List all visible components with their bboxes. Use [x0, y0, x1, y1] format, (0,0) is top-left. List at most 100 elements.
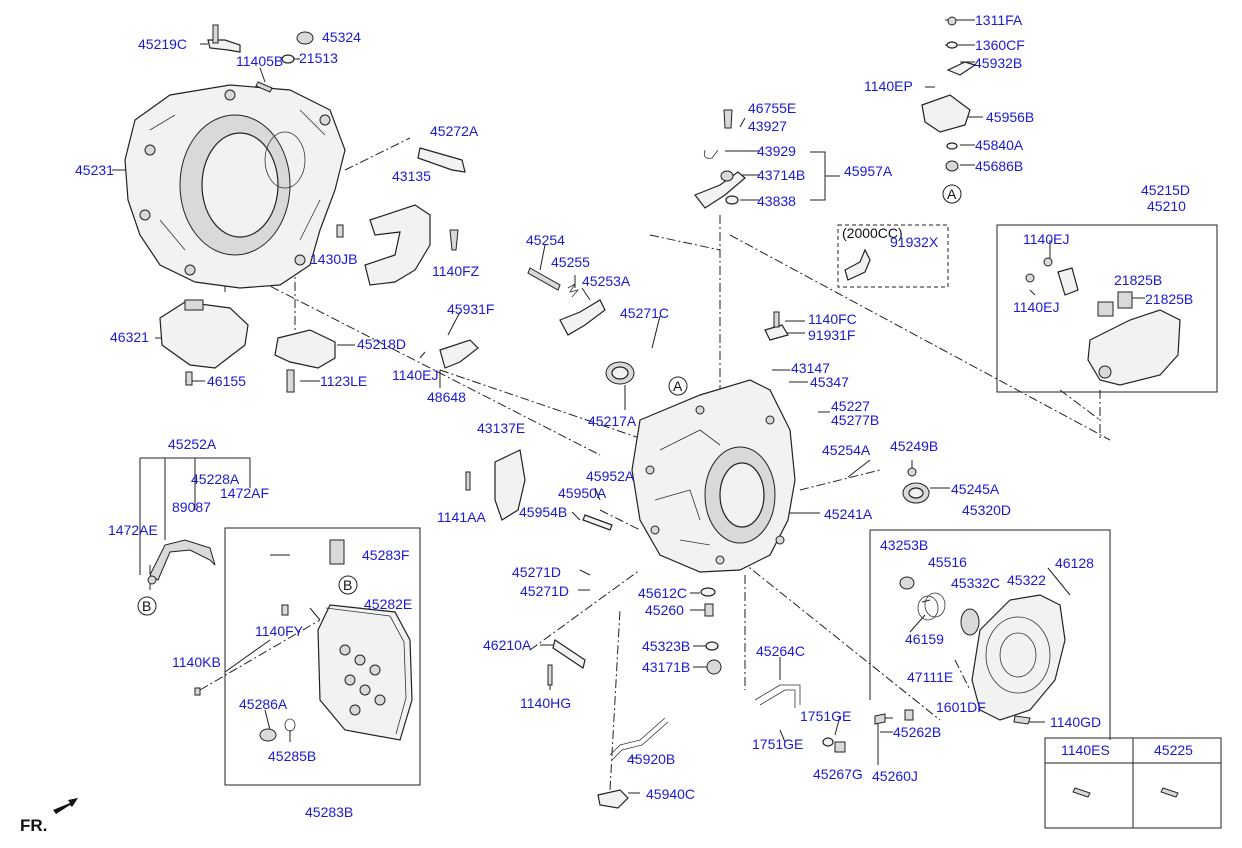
label-45241A: 45241A: [824, 506, 873, 522]
label-89087: 89087: [172, 499, 211, 515]
lever-46210A: [552, 639, 586, 669]
label-43147: 43147: [791, 360, 830, 376]
label-46755E: 46755E: [748, 100, 796, 116]
label-45612C: 45612C: [638, 585, 687, 601]
bolt-46755E: [723, 109, 733, 129]
clip-43929: [703, 149, 719, 159]
label-43927: 43927: [748, 118, 787, 134]
label-1140FC: 1140FC: [808, 311, 857, 327]
washer-45323B: [705, 641, 719, 651]
label-45952A: 45952A: [586, 468, 635, 484]
washer-21513: [281, 54, 295, 64]
callout-circle-a2: [942, 184, 962, 204]
callout-letter-a2: A: [947, 186, 957, 202]
legend-table: [1044, 737, 1222, 829]
bolt-1140GD: [1013, 715, 1031, 725]
bracket-43714B: [694, 170, 746, 209]
bracket-45932B: [946, 61, 977, 76]
mount-45210: [1087, 309, 1181, 386]
label-45956B: 45956B: [986, 109, 1034, 125]
label-45954B: 45954B: [519, 504, 567, 520]
nut-1311FA: [947, 16, 957, 26]
label-45332C: 45332C: [951, 575, 1000, 591]
cable-45920B: [609, 717, 669, 761]
label-1430JB: 1430JB: [310, 251, 357, 267]
label-46155: 46155: [207, 373, 246, 389]
table-header-45225: 45225: [1154, 742, 1193, 758]
label-45271D-a: 45271D: [512, 564, 561, 580]
label-1601DF: 1601DF: [936, 699, 986, 715]
label-45322: 45322: [1007, 572, 1046, 588]
label-47111E: 47111E: [907, 669, 953, 685]
label-1123LE: 1123LE: [320, 373, 367, 389]
bracket-45931F: [439, 339, 479, 369]
bracket-1140EJ: [1025, 257, 1079, 296]
label-45920B: 45920B: [627, 751, 675, 767]
plug-45260: [704, 603, 714, 617]
label-45516: 45516: [928, 554, 967, 570]
bolt-11405B: [255, 81, 273, 93]
guide-45272A: [417, 147, 466, 173]
label-45940C: 45940C: [646, 786, 695, 802]
plug-43253B: [899, 576, 915, 590]
label-45267G: 45267G: [813, 766, 863, 782]
label-45271D-b: 45271D: [520, 583, 569, 599]
oil-filter-46321: [159, 299, 249, 369]
valve-body-box-45283B: [194, 527, 421, 786]
label-45262B: 45262B: [893, 724, 941, 740]
hose-1472AE: [147, 539, 216, 585]
plug-43171B: [706, 659, 722, 675]
label-45252A: 45252A: [168, 436, 217, 452]
label-46159: 46159: [905, 631, 944, 647]
transmission-case-45241A: [631, 379, 796, 573]
label-45254A: 45254A: [822, 442, 871, 458]
bolt-1123LE: [286, 369, 295, 393]
label-45219C: 45219C: [138, 36, 187, 52]
label-45957A: 45957A: [844, 163, 893, 179]
label-45231: 45231: [75, 162, 114, 178]
bolt-1140FZ: [449, 229, 459, 251]
label-45932B: 45932B: [974, 55, 1022, 71]
label-2000cc: (2000CC): [842, 225, 903, 241]
front-arrow-icon: [53, 798, 78, 814]
label-45228A: 45228A: [191, 471, 240, 487]
label-45260J: 45260J: [872, 768, 918, 784]
transmission-housing-45231: [124, 84, 346, 289]
label-91931F: 91931F: [808, 327, 855, 343]
label-21825B-b: 21825B: [1145, 291, 1193, 307]
plug-45249B: [907, 467, 917, 477]
label-1751GE-b: 1751GE: [752, 736, 803, 752]
label-1140GD: 1140GD: [1050, 714, 1101, 730]
label-45286A: 45286A: [239, 696, 288, 712]
label-1140EJ-a: 1140EJ: [392, 367, 438, 383]
label-43137E: 43137E: [477, 420, 525, 436]
sensor-45940C: [597, 789, 629, 809]
label-21825B-a: 21825B: [1114, 272, 1162, 288]
label-45347: 45347: [810, 374, 849, 390]
label-45215D: 45215D: [1141, 182, 1190, 198]
frame-45215D: [996, 224, 1218, 393]
leader-lines: [112, 19, 1145, 794]
bolt-1141AA: [465, 471, 471, 491]
lever-45253A: [559, 299, 606, 336]
bracket-45954B: [582, 514, 613, 531]
label-1472AF: 1472AF: [220, 485, 269, 501]
label-45285B: 45285B: [268, 748, 316, 764]
label-1311FA: 1311FA: [975, 12, 1023, 28]
label-1141AA: 1141AA: [437, 509, 486, 525]
bracket-45219C: [207, 24, 241, 53]
label-1140EJ-c: 1140EJ: [1013, 299, 1059, 315]
label-43838: 43838: [757, 193, 796, 209]
plug-45324: [296, 31, 314, 45]
seal-45332C: [960, 608, 980, 636]
label-46321: 46321: [110, 329, 149, 345]
label-45277B: 45277B: [831, 412, 879, 428]
label-45218D: 45218D: [357, 336, 406, 352]
pin-1430JB: [336, 224, 344, 238]
label-48648: 48648: [427, 389, 466, 405]
table-header-1140ES: 1140ES: [1061, 742, 1110, 758]
label-46128: 46128: [1055, 555, 1094, 571]
callout-circle-a1: [668, 376, 688, 396]
label-11405B: 11405B: [236, 53, 283, 69]
